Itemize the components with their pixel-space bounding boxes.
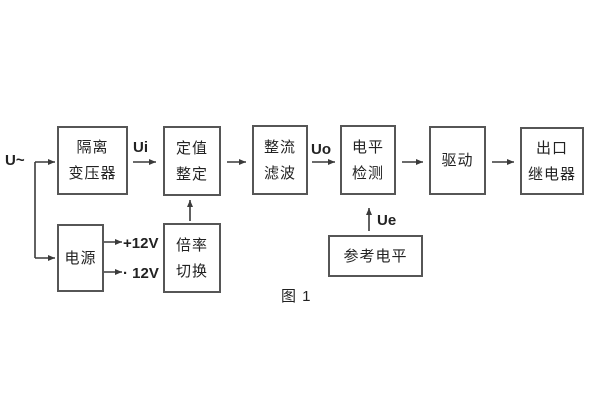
block-label: 变压器 bbox=[68, 165, 117, 182]
block-label: 隔离 bbox=[76, 139, 109, 156]
block-level-detection: 电平 检测 bbox=[340, 125, 396, 195]
block-label: 检测 bbox=[351, 164, 384, 182]
block-label: 电源 bbox=[64, 249, 97, 267]
block-label: 切换 bbox=[175, 262, 208, 280]
input-voltage-label: U~ bbox=[5, 152, 25, 169]
signal-label-uo: Uo bbox=[311, 141, 331, 158]
block-power-supply: 电源 bbox=[57, 224, 104, 292]
block-isolation-transformer: 隔离 变压器 bbox=[57, 126, 128, 195]
block-label: 整定 bbox=[175, 165, 208, 183]
block-label: 参考电平 bbox=[343, 247, 408, 265]
power-output-minus12v-label: · 12V bbox=[123, 265, 159, 282]
block-label: 滤波 bbox=[263, 164, 296, 182]
block-label: 继电器 bbox=[527, 165, 576, 183]
block-label: 驱动 bbox=[441, 152, 474, 169]
block-ratio-switch: 倍率 切换 bbox=[163, 223, 221, 293]
power-output-plus12v-label: +12V bbox=[123, 235, 159, 252]
block-label: 出口 bbox=[535, 139, 568, 157]
block-setpoint-setting: 定值 整定 bbox=[163, 126, 221, 196]
block-label: 电平 bbox=[351, 138, 384, 156]
block-rectifier-filter: 整流 滤波 bbox=[252, 125, 308, 195]
block-label: 定值 bbox=[175, 139, 208, 157]
block-drive: 驱动 bbox=[429, 126, 486, 195]
figure-caption: 图 1 bbox=[281, 288, 312, 305]
block-label: 整流 bbox=[263, 138, 296, 156]
block-reference-level: 参考电平 bbox=[328, 235, 423, 277]
block-output-relay: 出口 继电器 bbox=[520, 127, 584, 195]
signal-label-ui: Ui bbox=[133, 139, 148, 156]
signal-label-ue: Ue bbox=[377, 212, 397, 229]
block-label: 倍率 bbox=[175, 236, 208, 254]
